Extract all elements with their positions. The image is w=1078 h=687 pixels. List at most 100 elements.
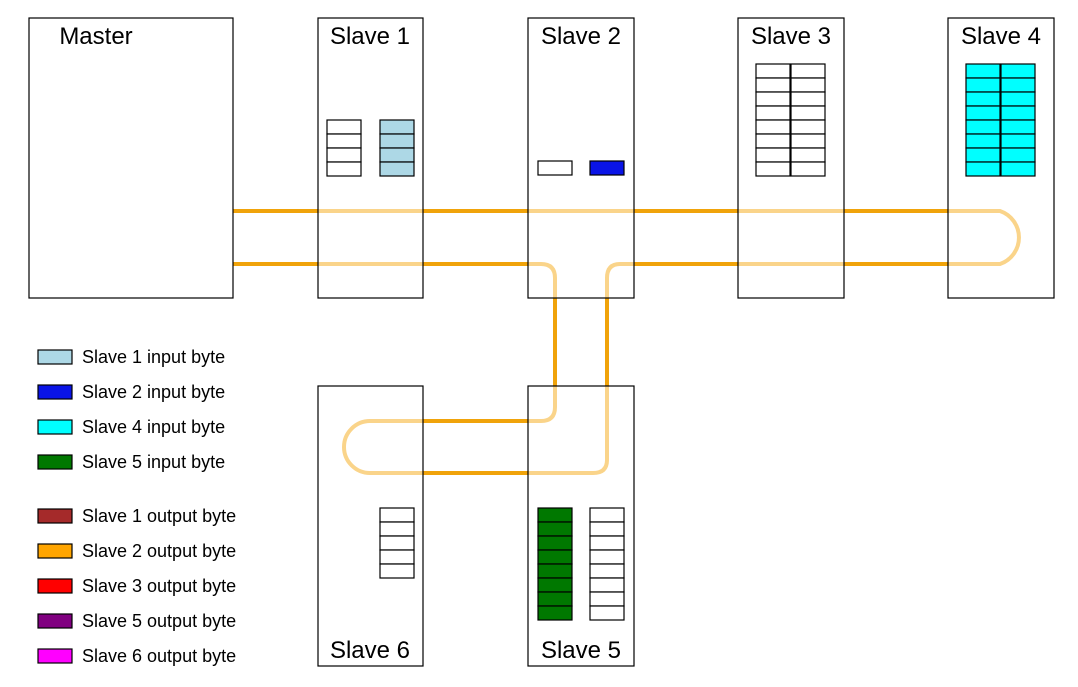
- byte-cell: [790, 77, 826, 93]
- byte-cell: [790, 91, 826, 107]
- byte-cell: [537, 605, 573, 621]
- byte-cell: [790, 105, 826, 121]
- byte-cell: [379, 535, 415, 551]
- byte-cell: [589, 591, 625, 607]
- byte-cell: [537, 160, 573, 176]
- byte-cell: [755, 161, 791, 177]
- byte-cell: [755, 133, 791, 149]
- byte-cell: [790, 119, 826, 135]
- ring-segment: [423, 419, 528, 475]
- legend-item: Slave 6 output byte: [37, 646, 236, 666]
- legend-label: Slave 4 input byte: [82, 417, 225, 437]
- legend-item: Slave 2 input byte: [37, 382, 225, 402]
- legend-item: Slave 3 output byte: [37, 576, 236, 596]
- byte-cell: [1000, 63, 1036, 79]
- byte-cell: [965, 105, 1001, 121]
- byte-cell: [589, 535, 625, 551]
- byte-cell: [755, 63, 791, 79]
- byte-cell: [965, 63, 1001, 79]
- byte-cell: [965, 77, 1001, 93]
- byte-grids: [326, 63, 1036, 621]
- byte-cell: [537, 535, 573, 551]
- slave2-node: Slave 2: [527, 17, 635, 299]
- slave5-label: Slave 5: [541, 637, 621, 664]
- legend-item: Slave 2 output byte: [37, 541, 236, 561]
- slave1-label: Slave 1: [330, 23, 410, 50]
- byte-cell: [755, 147, 791, 163]
- byte-cell: [965, 161, 1001, 177]
- legend-label: Slave 5 input byte: [82, 452, 225, 472]
- legend-item: Slave 1 output byte: [37, 506, 236, 526]
- legend-label: Slave 2 input byte: [82, 382, 225, 402]
- byte-cell: [379, 119, 415, 135]
- legend-label: Slave 1 output byte: [82, 506, 236, 526]
- byte-cell: [755, 77, 791, 93]
- byte-cell: [326, 133, 362, 149]
- byte-cell: [379, 133, 415, 149]
- byte-cell: [1000, 91, 1036, 107]
- byte-cell: [755, 119, 791, 135]
- legend-swatch: [37, 419, 73, 435]
- byte-cell: [379, 521, 415, 537]
- slave1-node: Slave 1: [317, 17, 424, 299]
- byte-cell: [1000, 147, 1036, 163]
- byte-cell: [379, 161, 415, 177]
- byte-cell: [790, 133, 826, 149]
- byte-cell: [537, 563, 573, 579]
- byte-cell: [537, 591, 573, 607]
- byte-cell: [965, 147, 1001, 163]
- byte-cell: [537, 549, 573, 565]
- byte-cell: [589, 521, 625, 537]
- legend-swatch: [37, 384, 73, 400]
- byte-cell: [589, 507, 625, 523]
- byte-cell: [1000, 119, 1036, 135]
- byte-cell: [537, 521, 573, 537]
- slave6-node: Slave 6: [317, 385, 424, 667]
- slave3-label: Slave 3: [751, 23, 831, 50]
- byte-cell: [537, 577, 573, 593]
- legend-item: Slave 4 input byte: [37, 417, 225, 437]
- byte-cell: [755, 91, 791, 107]
- byte-cell: [537, 507, 573, 523]
- legend-swatch: [37, 648, 73, 664]
- ring-light-path: [233, 209, 1021, 475]
- byte-cell: [326, 147, 362, 163]
- legend-swatch: [37, 578, 73, 594]
- slave3-node: Slave 3: [737, 17, 845, 299]
- ring-segment: [553, 298, 609, 386]
- legend-label: Slave 3 output byte: [82, 576, 236, 596]
- byte-cell: [1000, 105, 1036, 121]
- byte-cell: [755, 105, 791, 121]
- slave4-node: Slave 4: [947, 17, 1055, 299]
- legend-item: Slave 1 input byte: [37, 347, 225, 367]
- byte-cell: [379, 549, 415, 565]
- legend-label: Slave 5 output byte: [82, 611, 236, 631]
- legend-label: Slave 1 input byte: [82, 347, 225, 367]
- legend-swatch: [37, 454, 73, 470]
- byte-cell: [1000, 77, 1036, 93]
- legend-swatch: [37, 613, 73, 629]
- byte-cell: [790, 63, 826, 79]
- slave4-label: Slave 4: [961, 23, 1041, 50]
- slave2-label: Slave 2: [541, 23, 621, 50]
- byte-cell: [965, 119, 1001, 135]
- legend-item: Slave 5 input byte: [37, 452, 225, 472]
- byte-cell: [589, 563, 625, 579]
- byte-cell: [965, 133, 1001, 149]
- byte-cell: [1000, 133, 1036, 149]
- master-label: Master: [59, 23, 132, 50]
- byte-cell: [326, 119, 362, 135]
- byte-cell: [589, 577, 625, 593]
- legend-swatch: [37, 349, 73, 365]
- master-node: Master: [28, 17, 234, 299]
- byte-cell: [326, 161, 362, 177]
- byte-cell: [379, 507, 415, 523]
- byte-cell: [589, 549, 625, 565]
- byte-cell: [589, 160, 625, 176]
- byte-cell: [1000, 161, 1036, 177]
- byte-cell: [379, 147, 415, 163]
- byte-cell: [790, 161, 826, 177]
- slave6-label: Slave 6: [330, 637, 410, 664]
- byte-cell: [965, 91, 1001, 107]
